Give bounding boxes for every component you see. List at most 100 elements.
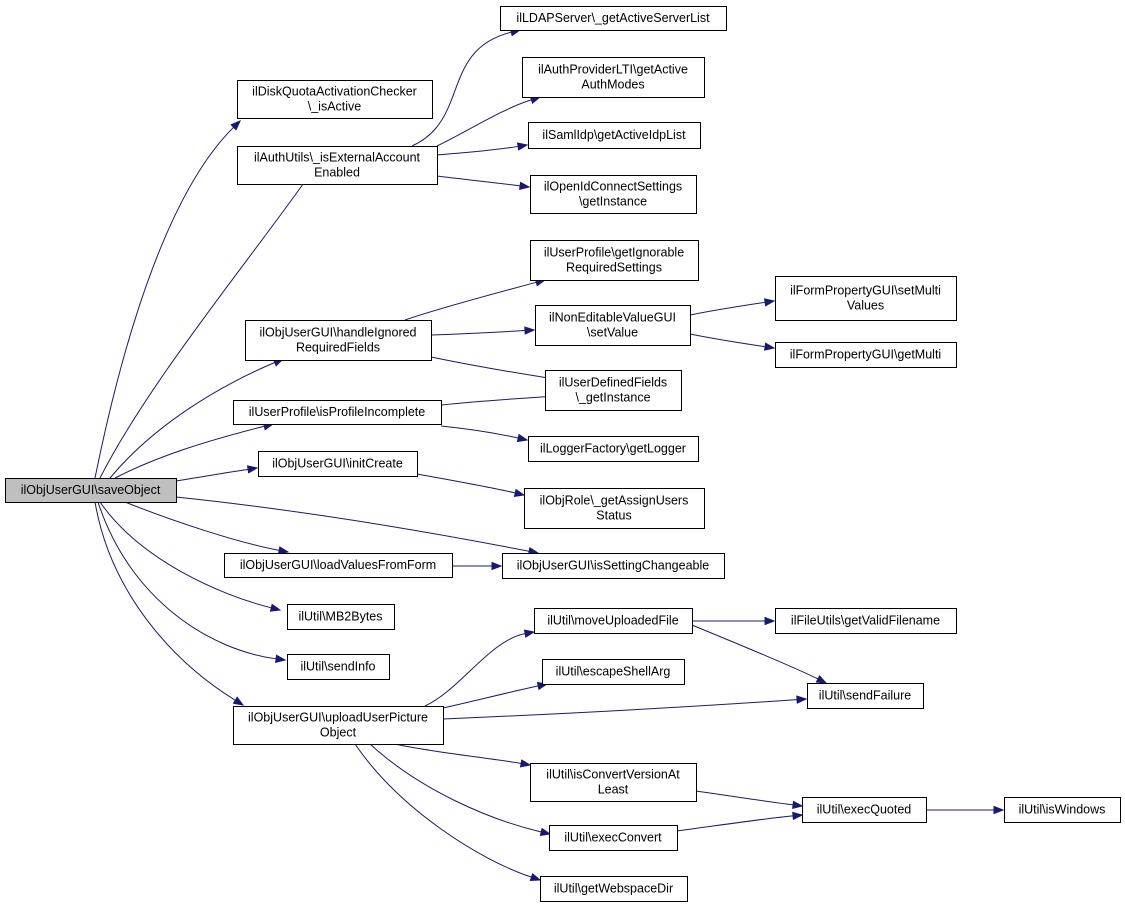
- node-label: ilUtil\isWindows: [1019, 803, 1106, 817]
- node-label: ilUtil\escapeShellArg: [556, 665, 671, 679]
- edge-handleIgnored-to-getIgnorable: [404, 278, 547, 321]
- edge-line: [99, 501, 272, 609]
- node-nonEditable[interactable]: ilNonEditableValueGUI\setValue: [535, 305, 691, 346]
- edge-line: [94, 501, 236, 701]
- edge-line: [691, 624, 819, 680]
- node-box: [530, 240, 699, 281]
- node-label: \setValue: [587, 326, 638, 340]
- node-box: [237, 146, 438, 185]
- node-label: ilDiskQuotaActivationChecker: [252, 85, 417, 99]
- node-label: ilUtil\execQuoted: [817, 803, 912, 817]
- node-label: ilUtil\isConvertVersionAt: [546, 768, 680, 782]
- node-isProfileIncomplete[interactable]: ilUserProfile\isProfileIncomplete: [233, 400, 442, 425]
- edge-line: [436, 99, 532, 147]
- node-userDefined[interactable]: ilUserDefinedFields\_getInstance: [545, 370, 682, 411]
- node-box: [549, 825, 678, 851]
- node-sendInfo[interactable]: ilUtil\sendInfo: [287, 654, 390, 680]
- node-openid[interactable]: ilOpenIdConnectSettings\getInstance: [530, 175, 697, 214]
- node-box: [524, 488, 705, 529]
- edge-isProfileIncomplete-to-userDefined: [440, 392, 559, 406]
- node-isSettingChangeable[interactable]: ilObjUserGUI\isSettingChangeable: [502, 553, 725, 579]
- edge-isExternal-to-lti: [436, 95, 542, 147]
- edge-nonEditable-to-setMulti: [689, 298, 776, 316]
- edge-isConvertVersion-to-execQuoted: [695, 790, 804, 810]
- node-saml[interactable]: ilSamlIdp\getActiveIdpList: [528, 122, 701, 149]
- edge-line: [676, 815, 794, 832]
- edge-line: [430, 356, 547, 379]
- edge-arrowhead: [529, 872, 542, 882]
- node-isWindows[interactable]: ilUtil\isWindows: [1004, 797, 1121, 823]
- node-getMulti[interactable]: ilFormPropertyGUI\getMulti: [775, 342, 957, 368]
- node-label: ilUserProfile\getIgnorable: [544, 246, 684, 260]
- node-label: ilObjUserGUI\initCreate: [272, 457, 403, 471]
- node-box: [5, 478, 177, 503]
- edge-nonEditable-to-getMulti: [689, 333, 776, 351]
- edge-arrowhead: [796, 695, 808, 704]
- node-moveUploaded[interactable]: ilUtil\moveUploadedFile: [534, 608, 693, 634]
- node-mb2bytes[interactable]: ilUtil\MB2Bytes: [287, 604, 395, 630]
- edge-isExternal-to-saml: [436, 142, 529, 156]
- node-execQuoted[interactable]: ilUtil\execQuoted: [802, 797, 927, 823]
- edge-arrowhead: [232, 696, 245, 706]
- edge-handleIgnored-to-nonEditable: [430, 326, 536, 336]
- edge-moveUploaded-to-validFilename: [692, 616, 776, 626]
- node-box: [224, 553, 453, 578]
- edge-execQuoted-to-isWindows: [926, 805, 1005, 815]
- edge-line: [97, 501, 277, 660]
- edge-arrowhead: [524, 326, 536, 335]
- node-label: ilObjRole\_getAssignUsers: [540, 494, 689, 508]
- node-box: [775, 342, 957, 368]
- node-validFilename[interactable]: ilFileUtils\getValidFilename: [775, 608, 957, 634]
- node-label: ilFileUtils\getValidFilename: [791, 614, 940, 628]
- node-escapeShell[interactable]: ilUtil\escapeShellArg: [542, 659, 685, 685]
- node-execConvert[interactable]: ilUtil\execConvert: [549, 825, 678, 851]
- node-label: RequiredFields: [296, 341, 380, 355]
- edge-execConvert-to-execQuoted: [676, 811, 804, 832]
- node-label: ilOpenIdConnectSettings: [544, 180, 682, 194]
- node-label: ilSamlIdp\getActiveIdpList: [542, 128, 686, 142]
- node-sendFailure[interactable]: ilUtil\sendFailure: [807, 683, 924, 709]
- edge-arrowhead: [764, 616, 776, 626]
- node-box: [775, 608, 957, 634]
- edge-arrowhead: [523, 629, 536, 638]
- edge-line: [436, 175, 521, 187]
- node-box: [535, 305, 691, 346]
- edge-arrowhead: [269, 603, 282, 612]
- edge-arrowhead: [519, 759, 532, 768]
- edge-line: [369, 743, 542, 833]
- node-label: ilUtil\getWebspaceDir: [554, 882, 673, 896]
- edge-line: [99, 170, 314, 479]
- node-label: ilObjUserGUI\saveObject: [21, 483, 161, 497]
- node-box: [1004, 797, 1121, 823]
- node-loadValues[interactable]: ilObjUserGUI\loadValuesFromForm: [224, 553, 453, 578]
- node-saveObject[interactable]: ilObjUserGUI\saveObject: [5, 478, 177, 503]
- edge-arrowhead: [275, 654, 287, 663]
- node-getIgnorable[interactable]: ilUserProfile\getIgnorableRequiredSettin…: [530, 240, 699, 281]
- node-diskQuota[interactable]: ilDiskQuotaActivationChecker\_isActive: [237, 80, 433, 119]
- node-box: [258, 451, 418, 477]
- edge-saveObject-to-uploadPicture: [94, 501, 245, 706]
- node-box: [775, 276, 957, 321]
- node-label: ilObjUserGUI\isSettingChangeable: [517, 559, 710, 573]
- node-ldap[interactable]: ilLDAPServer\_getActiveServerList: [500, 6, 727, 31]
- node-box: [540, 876, 688, 902]
- node-label: Enabled: [314, 166, 360, 180]
- node-initCreate[interactable]: ilObjUserGUI\initCreate: [258, 451, 418, 477]
- edge-line: [424, 633, 526, 707]
- node-label: ilUserDefinedFields: [559, 376, 667, 390]
- edge-line: [175, 468, 249, 482]
- node-webspaceDir[interactable]: ilUtil\getWebspaceDir: [540, 876, 688, 902]
- edge-line: [689, 301, 766, 316]
- edges-layer: [94, 28, 1005, 882]
- node-label: \getInstance: [579, 195, 647, 209]
- node-getLogger[interactable]: ilLoggerFactory\getLogger: [528, 436, 699, 462]
- edge-line: [404, 281, 537, 321]
